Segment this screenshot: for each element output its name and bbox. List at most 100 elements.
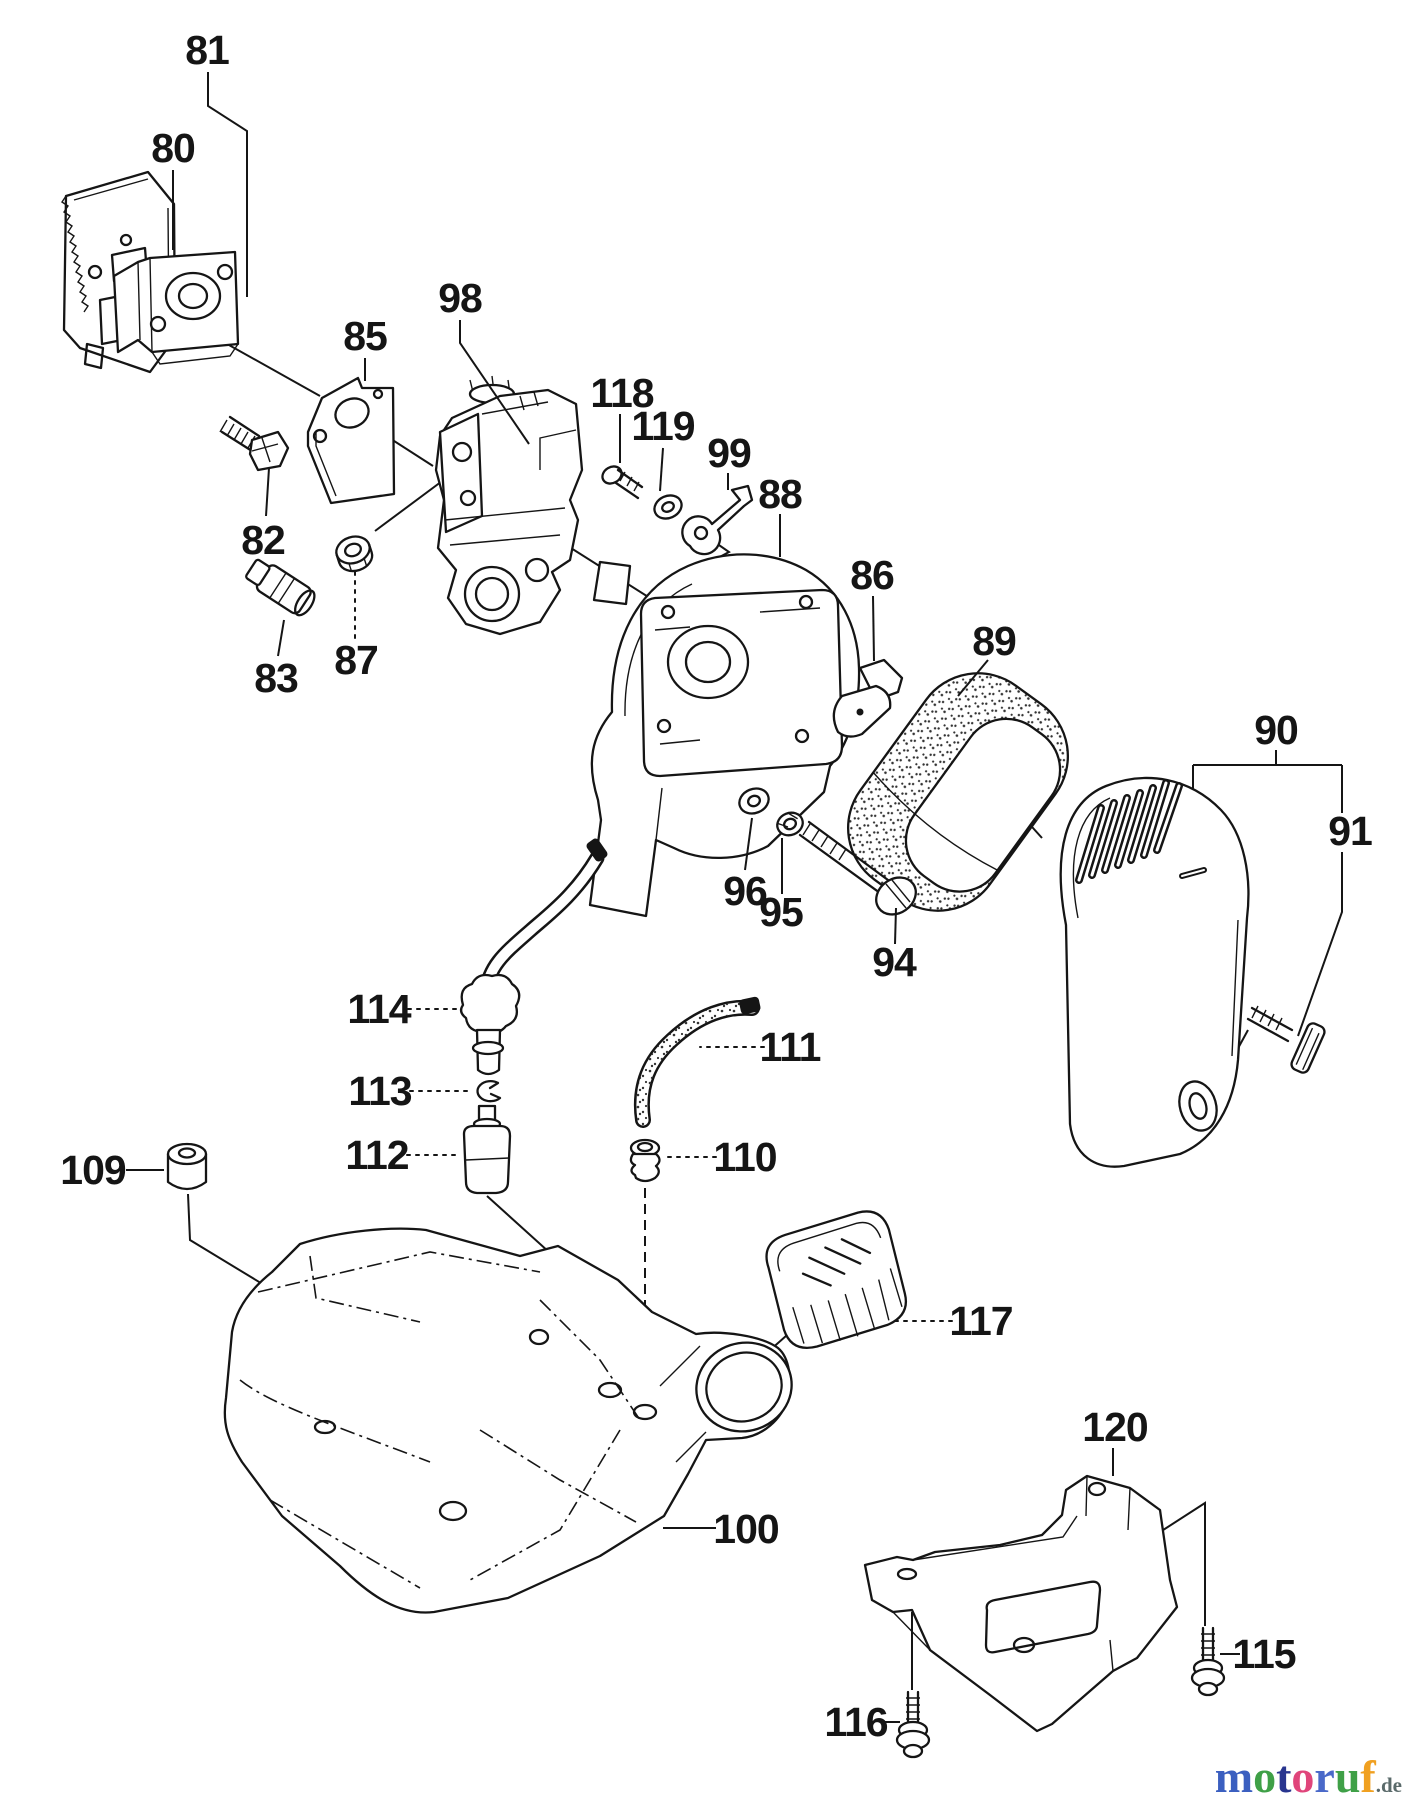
callout-label-119: 119 [631, 403, 694, 449]
part-bolt-82 [219, 415, 290, 472]
watermark-letter: t [1276, 1751, 1292, 1800]
callout-98: 98 [438, 275, 530, 445]
callout-label-100: 100 [713, 1506, 779, 1552]
watermark-letter: u [1334, 1751, 1361, 1800]
callout-81: 81 [185, 27, 248, 297]
callout-leader-82 [265, 467, 270, 517]
callout-109: 109 [60, 1147, 164, 1193]
callout-100: 100 [663, 1506, 780, 1552]
callout-87: 87 [334, 571, 379, 683]
callout-leader-81 [207, 72, 248, 297]
part-fuel-cap-117 [765, 1210, 907, 1349]
watermark-logo: motoruf.de [1215, 1754, 1402, 1800]
part-grommet-110 [629, 1138, 661, 1183]
callout-label-113: 113 [348, 1068, 411, 1114]
part-plug-83 [245, 558, 316, 617]
part-fuel-hose-111 [633, 996, 761, 1128]
cover-vent-slats [1075, 779, 1207, 884]
callout-114: 114 [347, 986, 461, 1032]
callout-91: 91 [1297, 808, 1373, 1037]
part-lockwasher-95 [776, 811, 804, 837]
callout-label-120: 120 [1082, 1404, 1148, 1450]
callout-label-80: 80 [151, 125, 195, 171]
callout-label-110: 110 [713, 1134, 776, 1180]
callout-label-90: 90 [1254, 707, 1298, 753]
callout-label-82: 82 [241, 517, 285, 563]
callout-89: 89 [957, 618, 1017, 697]
part-aircleaner-base-88 [588, 553, 861, 918]
watermark-suffix: .de [1375, 1773, 1402, 1797]
callout-label-98: 98 [438, 275, 482, 321]
part-aircleaner-cover-90 [1059, 776, 1250, 1168]
callout-leader-86 [872, 595, 875, 662]
callout-label-96: 96 [723, 868, 767, 914]
part-fuel-hose-upper [478, 838, 608, 1000]
callout-118: 118 [590, 370, 655, 463]
watermark-letter: o [1253, 1751, 1277, 1800]
callout-leader-96 [744, 817, 753, 871]
callout-115: 115 [1220, 1631, 1297, 1677]
callout-label-83: 83 [254, 655, 298, 701]
part-fuel-tank-100 [223, 1227, 793, 1614]
callout-leader-98 [459, 320, 530, 445]
callout-90: 90 [1254, 707, 1299, 765]
part-nut-87 [335, 535, 374, 573]
callout-85: 85 [343, 313, 388, 381]
watermark-letter: o [1291, 1751, 1315, 1800]
part-fuel-filter-112 [462, 1104, 512, 1195]
part-washer-119 [653, 494, 683, 520]
callout-label-94: 94 [872, 939, 917, 985]
callout-label-95: 95 [759, 889, 803, 935]
callout-leader-94 [894, 907, 897, 945]
part-foam-element-89 [846, 672, 1070, 912]
part-grommet-114 [459, 973, 521, 1076]
callout-111: 111 [699, 1024, 822, 1070]
callout-95: 95 [759, 838, 804, 935]
callout-leader-91 [1297, 852, 1343, 1037]
callout-label-114: 114 [347, 986, 411, 1032]
callout-label-115: 115 [1232, 1631, 1295, 1677]
part-screw-115 [1190, 1626, 1226, 1697]
callout-label-85: 85 [343, 313, 387, 359]
callout-112: 112 [345, 1132, 459, 1178]
callout-label-81: 81 [185, 27, 229, 73]
part-clip-113 [476, 1080, 502, 1103]
part-carburetor-98 [434, 375, 584, 636]
callout-label-109: 109 [60, 1147, 126, 1193]
part-choke-lever-86 [832, 658, 904, 738]
callout-82: 82 [241, 467, 286, 563]
watermark-letter: r [1314, 1751, 1335, 1800]
callout-leader-119 [659, 447, 664, 492]
callout-86: 86 [850, 552, 895, 662]
callout-label-86: 86 [850, 552, 894, 598]
callout-leader-83 [277, 619, 285, 657]
callout-96: 96 [723, 817, 768, 914]
callout-label-111: 111 [760, 1024, 821, 1070]
callout-label-89: 89 [972, 618, 1016, 664]
part-bracket-99 [681, 484, 754, 556]
part-screw-118 [601, 465, 644, 500]
callout-99: 99 [707, 430, 752, 490]
callout-94: 94 [872, 907, 918, 985]
callout-label-99: 99 [707, 430, 751, 476]
callout-113: 113 [348, 1068, 469, 1114]
callout-116: 116 [824, 1699, 900, 1745]
callout-120: 120 [1082, 1404, 1149, 1476]
callout-80: 80 [151, 125, 196, 250]
part-bushing-109 [166, 1142, 208, 1191]
part-washer-96 [738, 787, 770, 815]
watermark-text: motoruf [1215, 1754, 1376, 1800]
callout-label-112: 112 [345, 1132, 408, 1178]
part-screw-91 [1246, 1005, 1326, 1074]
callout-label-118: 118 [590, 370, 653, 416]
callout-leader-89 [957, 659, 989, 697]
part-insulator-81 [112, 250, 240, 365]
callout-label-87: 87 [334, 637, 378, 683]
callout-119: 119 [631, 403, 696, 492]
part-gasket-85 [306, 376, 396, 505]
watermark-letter: m [1214, 1751, 1254, 1800]
callouts-layer: 8180859882878311811999888689909196959411… [60, 27, 1373, 1745]
callout-label-116: 116 [824, 1699, 887, 1745]
